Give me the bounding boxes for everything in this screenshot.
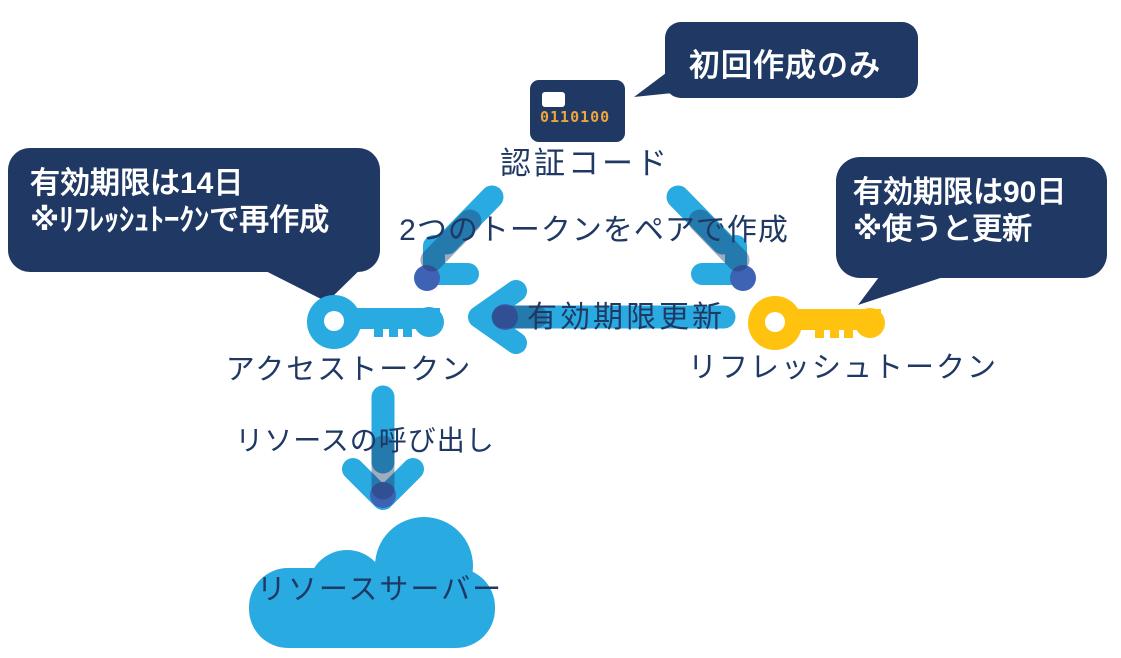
key-tooth — [830, 330, 839, 338]
resource-call-edge-label: リソースの呼び出し — [235, 425, 495, 456]
access-token-label: アクセストークン — [225, 354, 473, 386]
auth-code-card-code: 0110100 — [540, 108, 611, 126]
arrow-shaft — [666, 185, 735, 255]
arrow-tip-dot — [492, 304, 518, 330]
refresh-token-label: リフレッシュトークン — [687, 352, 998, 384]
refresh-token-key-icon — [748, 296, 885, 350]
auth-code-label: 認証コード — [500, 146, 670, 181]
arrow-tip-dot — [414, 265, 440, 291]
arrow-create-access-token — [414, 185, 504, 291]
callout-refresh-expiry: 有効期限は90日 ※使うと更新 — [836, 157, 1107, 278]
resource-server-label: リソースサーバー — [256, 574, 504, 606]
cloud-base — [249, 568, 495, 648]
arrow-shaft — [435, 185, 504, 255]
callout-refresh-expiry-line2: ※使うと更新 — [853, 213, 1033, 246]
key-tooth — [844, 330, 853, 338]
arrow-tip-dot — [370, 482, 396, 508]
callout-refresh-expiry-line1: 有効期限は90日 — [853, 176, 1067, 209]
key-bow-hole — [765, 312, 785, 332]
callout-access-expiry-line1: 有効期限は14日 — [30, 167, 244, 200]
renew-edge-label: 有効期限更新 — [527, 301, 725, 334]
auth-code-card-icon — [530, 80, 625, 142]
arrow-head — [468, 280, 527, 354]
key-shaft — [775, 309, 881, 330]
access-token-key-icon — [307, 295, 444, 349]
key-tooth — [389, 329, 398, 337]
key-end — [414, 307, 444, 337]
key-tooth — [815, 330, 824, 338]
arrow-overlap-shade — [420, 209, 482, 272]
card-chip — [542, 92, 565, 107]
key-tooth — [403, 329, 412, 337]
arrow-resource-call — [342, 385, 424, 510]
arrow-renew-expiry — [468, 280, 736, 354]
arrow-tip-dot — [730, 265, 756, 291]
callout-first-time-text: 初回作成のみ — [689, 48, 881, 83]
arrow-overlap-shade — [688, 209, 750, 272]
callout-access-expiry-line2: ※ﾘﾌﾚｯｼｭﾄｰｸﾝで再作成 — [30, 204, 330, 237]
pair-create-edge-label: 2つのトークンをペアで作成 — [399, 214, 789, 247]
arrow-create-refresh-token — [666, 185, 756, 291]
callout-access-expiry: 有効期限は14日 ※ﾘﾌﾚｯｼｭﾄｰｸﾝで再作成 — [8, 148, 380, 272]
resource-server-cloud-icon — [249, 517, 495, 648]
key-bow-hole — [324, 311, 344, 331]
key-shaft — [334, 308, 440, 329]
callout-first-time: 初回作成のみ — [665, 22, 918, 98]
key-tooth — [374, 329, 383, 337]
key-end — [855, 308, 885, 338]
